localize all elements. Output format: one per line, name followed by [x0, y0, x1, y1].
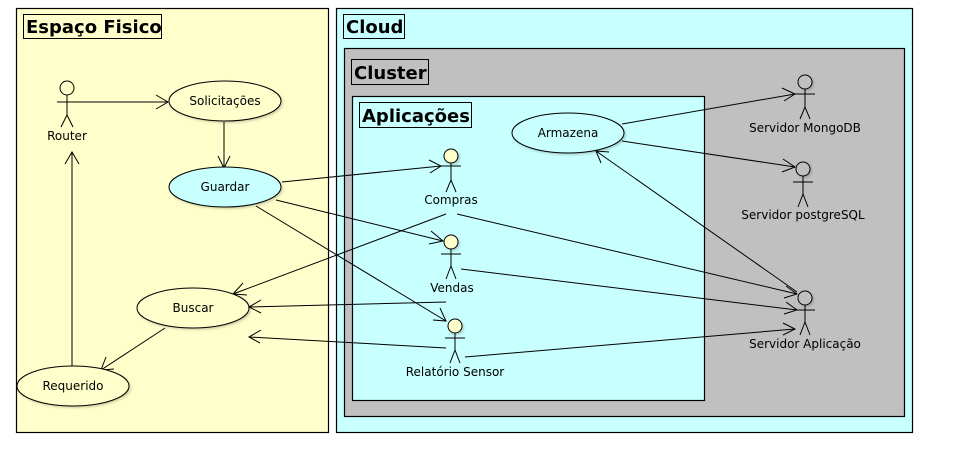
actor-label: Servidor Aplicação: [749, 337, 861, 351]
actor-head-icon: [795, 161, 811, 177]
usecase-guardar[interactable]: Guardar: [168, 166, 282, 208]
usecase-label: Solicitações: [189, 94, 260, 108]
relation-guardar-relatorio[interactable]: [255, 205, 447, 322]
actor-head-icon: [443, 148, 459, 164]
actor-relatorio-sensor[interactable]: Relatório Sensor: [406, 318, 505, 379]
actor-label: Router: [47, 129, 87, 143]
usecase-label: Guardar: [201, 180, 250, 194]
actor-servidor-mongodb[interactable]: Servidor MongoDB: [749, 74, 861, 135]
relation-servidor-aplicacao-armazena[interactable]: [595, 150, 798, 293]
actor-label: Servidor postgreSQL: [741, 208, 865, 222]
actor-label: Servidor MongoDB: [749, 121, 861, 135]
actor-label: Compras: [424, 193, 478, 207]
usecase-label: Armazena: [538, 126, 599, 140]
relation-compras-servidor-aplicacao[interactable]: [456, 213, 799, 299]
actor-compras[interactable]: Compras: [424, 148, 478, 207]
package-title-cluster: Cluster: [354, 63, 427, 84]
relation-guardar-vendas[interactable]: [275, 199, 445, 245]
actor-head-icon: [443, 234, 459, 250]
usecase-requerido[interactable]: Requerido: [16, 365, 130, 407]
actor-label: Relatório Sensor: [406, 365, 505, 379]
package-title-espaco-fisico: Espaço Fisico: [26, 17, 162, 38]
usecase-armazena[interactable]: Armazena: [511, 112, 625, 154]
actor-vendas[interactable]: Vendas: [430, 234, 474, 295]
package-title-cloud: Cloud: [346, 17, 403, 38]
actor-head-icon: [797, 290, 813, 306]
relation-relatorio-buscar[interactable]: [247, 329, 447, 349]
relation-requerido-router[interactable]: [64, 151, 80, 368]
relations: [58, 87, 799, 371]
actor-label: Vendas: [430, 281, 474, 295]
usecase-label: Buscar: [173, 301, 214, 315]
relation-armazena-postgresql[interactable]: [621, 140, 797, 173]
actor-servidor-aplicacao[interactable]: Servidor Aplicação: [749, 290, 861, 351]
package-espaco-fisico[interactable]: Espaço Fisico: [15, 7, 330, 434]
actor-head-icon: [447, 318, 463, 334]
actor-servidor-postgresql[interactable]: Servidor postgreSQL: [741, 161, 865, 222]
usecase-solicitacoes[interactable]: Solicitações: [168, 80, 282, 122]
actor-router[interactable]: Router: [47, 80, 87, 143]
package-title-aplicacoes: Aplicações: [362, 106, 470, 127]
usecase-buscar[interactable]: Buscar: [136, 287, 250, 329]
actor-head-icon: [797, 74, 813, 90]
usecase-label: Requerido: [42, 379, 103, 393]
relation-relatorio-servidor-aplicacao[interactable]: [464, 322, 797, 358]
actor-head-icon: [59, 80, 75, 96]
